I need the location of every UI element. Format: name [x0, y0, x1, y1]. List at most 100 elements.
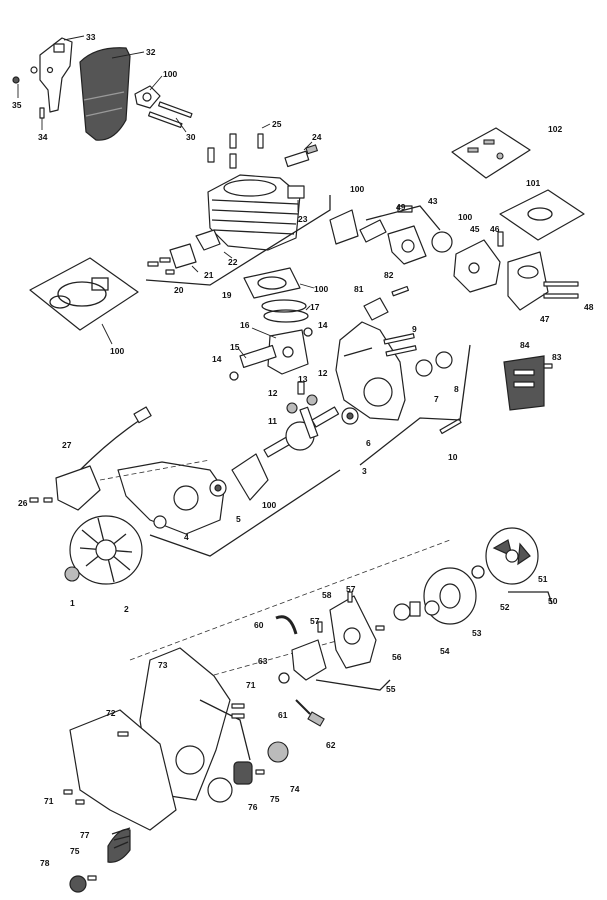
callout-20: 20 — [174, 285, 184, 295]
long-bolt — [439, 418, 462, 435]
callout-77: 77 — [80, 830, 90, 840]
callout-30: 30 — [186, 132, 196, 142]
oil-pump-body — [291, 639, 327, 681]
crankcase-half — [335, 321, 406, 421]
callout-13: 13 — [298, 374, 308, 384]
callout-5: 5 — [236, 514, 241, 524]
callout-3: 3 — [362, 466, 367, 476]
gasket-set-sheet — [29, 257, 139, 331]
callout-50: 50 — [548, 596, 558, 606]
intake-boot — [329, 209, 359, 245]
callout-9: 9 — [412, 324, 417, 334]
washers — [286, 394, 318, 414]
callout-57a: 57 — [346, 584, 356, 594]
oil-line-fitting — [295, 699, 325, 727]
cylinder-base-gasket — [243, 267, 301, 299]
muffler-cover — [79, 47, 131, 141]
carb-adapter — [387, 225, 427, 265]
callout-81: 81 — [354, 284, 364, 294]
callout-25: 25 — [272, 119, 282, 129]
shield-screw — [543, 363, 553, 369]
callout-100f: 100 — [262, 500, 276, 510]
oil-hose — [275, 615, 298, 635]
intake-flange — [169, 243, 197, 269]
filter-base-bolts — [543, 281, 579, 299]
callout-12a: 12 — [268, 388, 278, 398]
crankcase-gasket — [231, 453, 269, 501]
clutch — [485, 527, 539, 585]
callout-75a: 75 — [270, 794, 280, 804]
callout-84: 84 — [520, 340, 530, 350]
callout-100a: 100 — [163, 69, 177, 79]
choke-screw — [497, 231, 504, 247]
needle-bearing-clutch — [424, 600, 440, 616]
callout-35: 35 — [12, 100, 22, 110]
muffler-bracket — [39, 37, 73, 113]
callout-2: 2 — [124, 604, 129, 614]
callout-60: 60 — [254, 620, 264, 630]
callout-72: 72 — [106, 708, 116, 718]
callout-55: 55 — [386, 684, 396, 694]
callout-45: 45 — [470, 224, 480, 234]
impulse-fitting — [363, 297, 389, 321]
callout-7: 7 — [434, 394, 439, 404]
kit-card-102 — [451, 127, 531, 179]
callout-21: 21 — [204, 270, 214, 280]
callout-10: 10 — [448, 452, 458, 462]
callout-22: 22 — [228, 257, 238, 267]
callout-27: 27 — [62, 440, 72, 450]
callout-62: 62 — [326, 740, 336, 750]
av-screw — [255, 769, 265, 775]
callout-15: 15 — [230, 342, 240, 352]
callout-46: 46 — [490, 224, 500, 234]
callout-19: 19 — [222, 290, 232, 300]
callout-11: 11 — [268, 416, 277, 426]
av-mount-rubber — [233, 741, 289, 785]
callout-51: 51 — [538, 574, 548, 584]
callout-56: 56 — [392, 652, 402, 662]
intake-gasket — [195, 229, 221, 251]
callout-75b: 75 — [70, 846, 80, 856]
callout-100d: 100 — [350, 184, 364, 194]
carburetor — [453, 239, 501, 293]
callout-34: 34 — [38, 132, 48, 142]
callout-57b: 57 — [310, 616, 320, 626]
callout-61: 61 — [278, 710, 288, 720]
needle-bearing — [297, 381, 305, 395]
chassis-main — [69, 647, 251, 831]
heat-shield-plate — [503, 355, 545, 411]
callout-14a: 14 — [212, 354, 222, 364]
callout-33: 33 — [86, 32, 96, 42]
callout-82a: 82 — [384, 270, 394, 280]
callout-32: 32 — [146, 47, 156, 57]
ignition-cable — [79, 406, 152, 471]
callout-53: 53 — [472, 628, 482, 638]
crankshaft — [263, 406, 340, 458]
impulse-bolt — [391, 285, 410, 297]
cylinder — [207, 174, 301, 251]
pump-washer — [278, 672, 290, 684]
piston — [267, 329, 309, 375]
crank-bearing — [341, 407, 359, 425]
chassis-screws — [63, 703, 245, 805]
callout-102: 102 — [548, 124, 562, 134]
coil-screws — [29, 497, 53, 503]
oil-seal-left — [209, 479, 227, 497]
callout-4: 4 — [184, 532, 189, 542]
callout-101: 101 — [526, 178, 540, 188]
pump-screws — [317, 591, 385, 633]
crankcase-bolts — [383, 333, 417, 357]
callout-71b: 71 — [44, 796, 54, 806]
callout-58: 58 — [322, 590, 332, 600]
callout-23: 23 — [298, 214, 308, 224]
callout-49: 49 — [396, 202, 406, 212]
callout-83: 83 — [552, 352, 562, 362]
muffler-bolts — [148, 101, 193, 128]
callout-6: 6 — [366, 438, 371, 448]
decompression-part — [287, 185, 305, 199]
callout-14b: 14 — [318, 320, 328, 330]
piston-pin — [239, 344, 277, 369]
oil-seal-right — [415, 351, 453, 377]
small-screws-cyl — [147, 257, 175, 275]
callout-63: 63 — [258, 656, 268, 666]
